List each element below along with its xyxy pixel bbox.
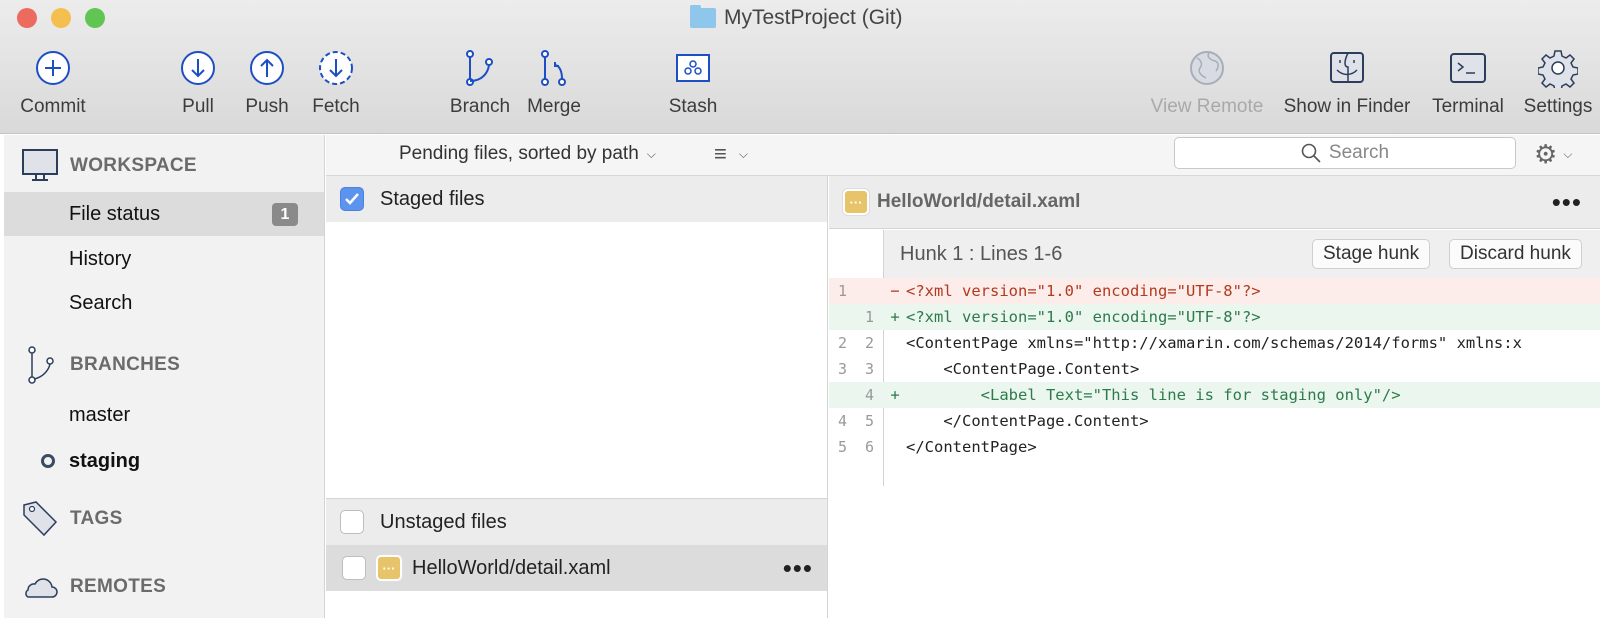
finder-icon (1330, 52, 1364, 83)
section-branches[interactable]: BRANCHES (22, 345, 180, 385)
show-in-finder-button[interactable]: Show in Finder (1282, 48, 1412, 118)
fetch-icon (319, 51, 353, 85)
chevron-down-icon: ⌵ (738, 146, 748, 161)
staged-files-header: Staged files (326, 176, 827, 222)
terminal-icon (1450, 53, 1486, 83)
diff-lines: 1−<?xml version="1.0" encoding="UTF-8"?>… (829, 278, 1600, 460)
modified-file-icon: ··· (843, 189, 869, 215)
window-controls (17, 8, 105, 28)
merge-icon (541, 50, 566, 86)
staged-checkbox[interactable] (340, 187, 364, 211)
unstaged-checkbox[interactable] (340, 510, 364, 534)
monitor-icon (22, 149, 58, 181)
section-remotes[interactable]: REMOTES (22, 575, 166, 599)
options-menu-button[interactable]: ⚙ ⌵ (1534, 139, 1572, 170)
folder-icon (690, 5, 716, 28)
current-branch-icon (41, 454, 55, 468)
branch-item-staging[interactable]: staging (4, 439, 324, 483)
push-icon (250, 51, 284, 85)
zoom-button[interactable] (85, 8, 105, 28)
diff-file-header: ··· HelloWorld/detail.xaml ••• (829, 176, 1600, 229)
commit-button[interactable]: Commit (8, 48, 98, 118)
modified-file-icon: ··· (376, 555, 402, 581)
file-row[interactable]: ··· HelloWorld/detail.xaml ••• (326, 545, 827, 591)
gear-icon: ⚙ (1534, 139, 1558, 169)
more-options-icon[interactable]: ••• (1551, 187, 1582, 217)
sort-dropdown[interactable]: Pending files, sorted by path ⌵ (399, 143, 656, 164)
list-icon: ≡ (714, 141, 727, 166)
line-gutter (829, 230, 884, 486)
branch-item-master[interactable]: master (69, 403, 131, 426)
view-remote-button[interactable]: View Remote (1151, 48, 1263, 118)
pull-button[interactable]: Pull (153, 48, 243, 118)
diff-line: 1−<?xml version="1.0" encoding="UTF-8"?> (829, 278, 1600, 304)
branch-icon (28, 346, 54, 384)
cloud-icon (25, 578, 58, 598)
merge-button[interactable]: Merge (509, 48, 599, 118)
minimize-button[interactable] (51, 8, 71, 28)
branch-icon (466, 50, 493, 86)
globe-icon (1190, 51, 1224, 85)
diff-line: 4+ <Label Text="This line is for staging… (829, 382, 1600, 408)
window-toolbar: MyTestProject (Git) Commit Pull Push Fet… (0, 0, 1600, 134)
diff-line: 1+<?xml version="1.0" encoding="UTF-8"?> (829, 304, 1600, 330)
search-icon (1301, 143, 1321, 163)
section-workspace[interactable]: WORKSPACE (22, 149, 197, 183)
chevron-down-icon: ⌵ (1563, 147, 1573, 161)
stash-icon (676, 54, 710, 82)
close-button[interactable] (17, 8, 37, 28)
fetch-button[interactable]: Fetch (291, 48, 381, 118)
gear-icon (1538, 50, 1578, 88)
sidebar: WORKSPACE File status 1 History Search B… (4, 135, 325, 618)
terminal-button[interactable]: Terminal (1423, 48, 1513, 118)
chevron-down-icon: ⌵ (646, 146, 656, 161)
count-badge: 1 (272, 203, 298, 226)
tag-icon (23, 501, 58, 537)
file-checkbox[interactable] (342, 556, 366, 580)
diff-view: ··· HelloWorld/detail.xaml ••• Hunk 1 : … (829, 176, 1600, 618)
sidebar-item-file-status[interactable]: File status 1 (4, 192, 324, 236)
sidebar-item-search[interactable]: Search (69, 291, 133, 314)
hunk-header: Hunk 1 : Lines 1-6 Stage hunk Discard hu… (884, 230, 1600, 278)
more-options-icon[interactable]: ••• (782, 553, 813, 583)
sidebar-item-history[interactable]: History (69, 247, 132, 270)
search-input[interactable]: Search (1174, 137, 1516, 169)
file-list: Staged files Unstaged files ··· HelloWor… (326, 176, 828, 618)
window-title: MyTestProject (Git) (690, 5, 903, 30)
discard-hunk-button[interactable]: Discard hunk (1449, 239, 1582, 269)
view-mode-dropdown[interactable]: ≡ ⌵ (714, 141, 748, 167)
pull-icon (181, 51, 215, 85)
settings-button[interactable]: Settings (1513, 48, 1600, 118)
section-tags[interactable]: TAGS (22, 501, 123, 537)
stash-button[interactable]: Stash (648, 48, 738, 118)
push-button[interactable]: Push (222, 48, 312, 118)
stage-hunk-button[interactable]: Stage hunk (1312, 239, 1431, 269)
plus-circle-icon (36, 51, 70, 85)
branch-button[interactable]: Branch (435, 48, 525, 118)
unstaged-files-header: Unstaged files (326, 499, 827, 545)
